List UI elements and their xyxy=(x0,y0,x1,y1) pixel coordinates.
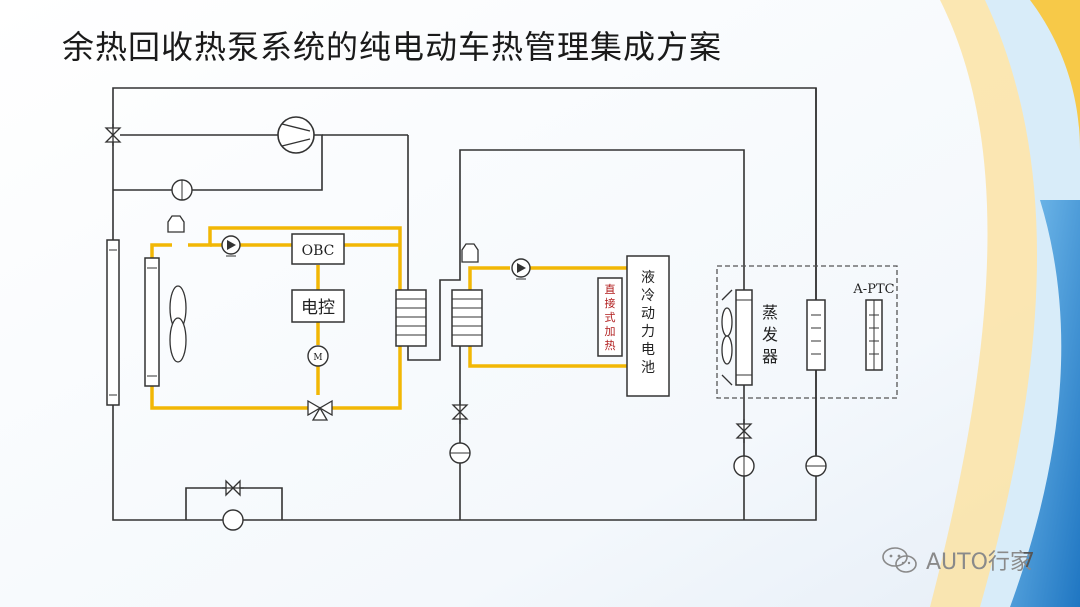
battery-label: 液 冷 动 力 电 池 xyxy=(641,270,655,376)
radiator xyxy=(144,257,160,387)
compressor-icon xyxy=(277,116,315,154)
motor-label: M xyxy=(313,353,322,363)
evaporator xyxy=(735,289,753,386)
pump-icon xyxy=(221,235,241,257)
reservoir-icon xyxy=(167,215,185,233)
hvac-box xyxy=(716,265,898,399)
yellow-corner xyxy=(1030,0,1080,150)
battery-box xyxy=(626,255,670,397)
svg-text:动: 动 xyxy=(641,306,655,322)
svg-text:热: 热 xyxy=(605,339,616,352)
three-way-valve-icon xyxy=(307,399,333,421)
a-ptc-label: A-PTC xyxy=(852,282,894,297)
watermark: AUTO行家 xyxy=(880,544,1032,576)
controller-label: 电控 xyxy=(301,298,335,318)
direct-heating-label: 直 接 式 加 热 xyxy=(605,282,616,352)
pressure-sensor-icon xyxy=(805,455,827,477)
reservoir-icon xyxy=(461,243,479,263)
evaporator-label: 蒸 发 器 xyxy=(762,303,778,366)
a-ptc-heater xyxy=(865,299,883,371)
svg-text:直: 直 xyxy=(605,282,616,296)
valve-icon xyxy=(104,124,122,146)
pressure-sensor-icon xyxy=(222,509,244,531)
fan-icon xyxy=(169,285,187,363)
svg-text:冷: 冷 xyxy=(641,288,655,304)
heat-exchanger-2 xyxy=(451,289,483,347)
pressure-sensor-icon xyxy=(733,455,755,477)
slide-title: 余热回收热泵系统的纯电动车热管理集成方案 xyxy=(62,28,723,66)
direct-heater-box xyxy=(597,277,623,357)
svg-text:液: 液 xyxy=(641,270,655,286)
heat-exchanger-1 xyxy=(395,289,427,347)
pump-icon xyxy=(511,258,531,280)
motor-icon xyxy=(307,345,329,367)
pressure-sensor-icon xyxy=(171,179,193,201)
watermark-text: AUTO行家 xyxy=(926,550,1032,575)
obc-box xyxy=(291,233,345,265)
blue-swoosh xyxy=(1010,200,1080,607)
valve-icon xyxy=(222,479,244,497)
svg-text:式: 式 xyxy=(605,311,616,324)
front-condenser xyxy=(106,239,120,406)
valve-icon xyxy=(451,400,469,424)
svg-text:接: 接 xyxy=(605,297,616,310)
svg-text:池: 池 xyxy=(641,360,655,376)
fan-icon xyxy=(721,289,733,386)
svg-text:电: 电 xyxy=(641,342,655,358)
controller-box xyxy=(291,289,345,323)
svg-text:力: 力 xyxy=(641,324,655,340)
inner-condenser xyxy=(806,299,826,371)
wechat-icon xyxy=(882,547,917,573)
pressure-sensor-icon xyxy=(449,442,471,464)
svg-text:器: 器 xyxy=(762,347,778,366)
svg-text:发: 发 xyxy=(762,325,778,344)
svg-text:蒸: 蒸 xyxy=(762,303,778,322)
svg-text:加: 加 xyxy=(605,325,616,338)
valve-icon xyxy=(735,419,753,443)
page-number: 7 xyxy=(1022,548,1035,572)
obc-label: OBC xyxy=(302,243,335,259)
coolant-loops xyxy=(150,226,627,410)
